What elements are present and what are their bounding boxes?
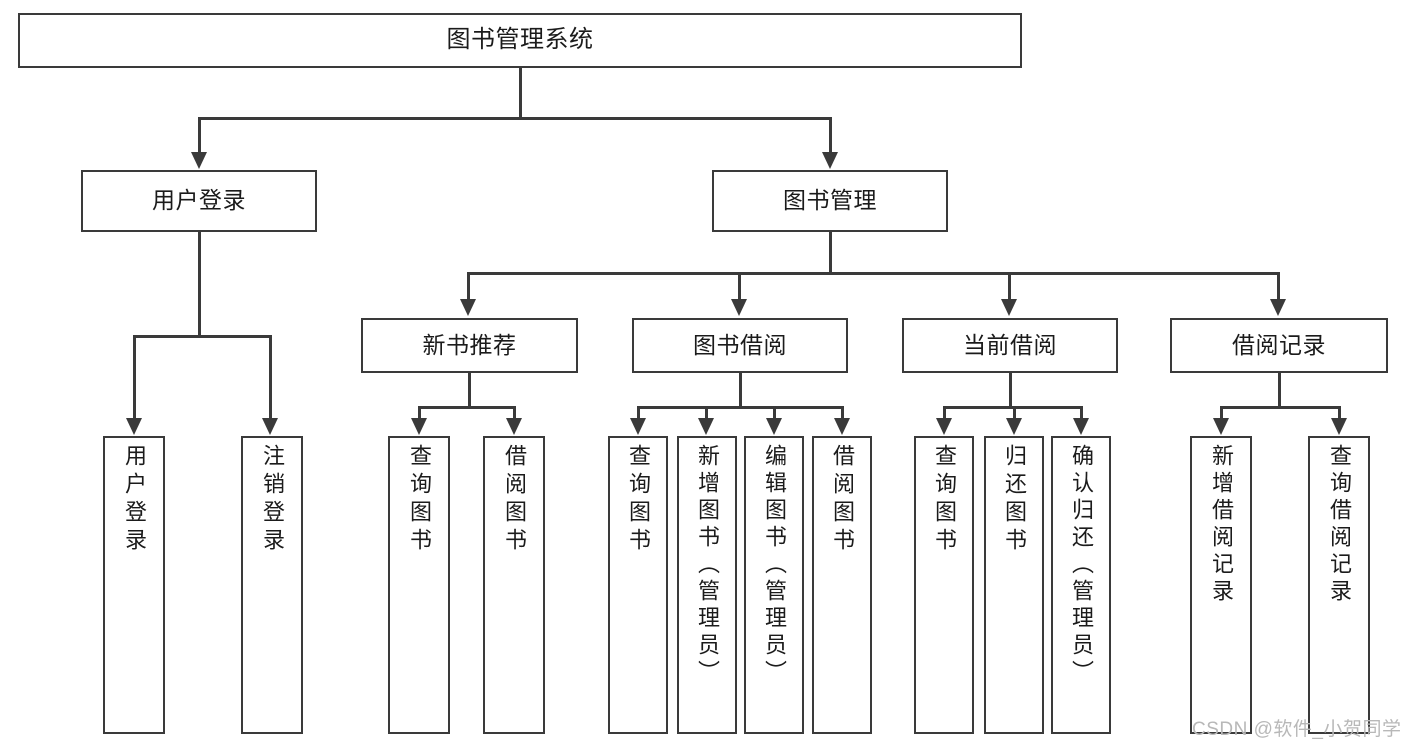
arrow-borrow-leaf4: [834, 418, 850, 435]
node-leaf-add-book-admin[interactable]: 新增图书（管理员）: [677, 436, 737, 734]
node-leaf-return-book[interactable]: 归还图书: [984, 436, 1044, 734]
node-borrow-record-label: 借阅记录: [1232, 331, 1326, 358]
connector-book-mgmt-to-new-book: [467, 272, 470, 300]
arrow-book-mgmt-to-new-book: [460, 299, 476, 316]
node-leaf-add-borrow-record-label: 新增借阅记录: [1209, 444, 1234, 606]
node-leaf-query-book-recommend-label: 查询图书: [407, 444, 432, 556]
arrow-user-login-leaf2: [262, 418, 278, 435]
connector-current-leaf2: [1013, 406, 1016, 419]
arrow-borrow-leaf2: [698, 418, 714, 435]
arrow-current-leaf3: [1073, 418, 1089, 435]
node-root-label: 图书管理系统: [446, 26, 594, 54]
node-leaf-query-book-label: 查询图书: [626, 444, 651, 556]
node-leaf-query-book-current-label: 查询图书: [932, 444, 957, 556]
node-book-borrow-label: 图书借阅: [693, 331, 787, 358]
connector-borrow-stem: [739, 373, 742, 406]
arrow-current-leaf2: [1006, 418, 1022, 435]
connector-new-book-stem: [468, 373, 471, 406]
node-leaf-query-borrow-record-label: 查询借阅记录: [1327, 444, 1352, 606]
node-new-book-recommend-label: 新书推荐: [422, 331, 517, 358]
node-current-borrow-label: 当前借阅: [963, 331, 1057, 358]
connector-root-stem: [519, 68, 522, 117]
arrow-record-leaf2: [1331, 418, 1347, 435]
node-leaf-confirm-return-admin[interactable]: 确认归还（管理员）: [1051, 436, 1111, 734]
node-book-borrow[interactable]: 图书借阅: [632, 318, 848, 373]
node-leaf-confirm-return-admin-label: 确认归还（管理员）: [1069, 444, 1094, 687]
arrow-current-leaf1: [936, 418, 952, 435]
arrow-root-to-user-login: [191, 152, 207, 169]
node-book-management[interactable]: 图书管理: [712, 170, 948, 232]
connector-record-stem: [1278, 373, 1281, 406]
connector-user-login-bus: [133, 335, 271, 338]
node-borrow-record[interactable]: 借阅记录: [1170, 318, 1388, 373]
node-leaf-borrow-book-recommend[interactable]: 借阅图书: [483, 436, 545, 734]
arrow-root-to-book-mgmt: [822, 152, 838, 169]
node-leaf-edit-book-admin-label: 编辑图书（管理员）: [762, 444, 787, 687]
connector-record-leaf2: [1338, 406, 1341, 419]
connector-book-mgmt-to-current: [1008, 272, 1011, 300]
connector-new-book-bus: [418, 406, 515, 409]
node-leaf-add-book-admin-label: 新增图书（管理员）: [695, 444, 720, 687]
connector-current-bus: [943, 406, 1082, 409]
arrow-new-book-leaf1: [411, 418, 427, 435]
connector-root-bus: [199, 117, 831, 120]
node-leaf-return-book-label: 归还图书: [1002, 444, 1027, 556]
arrow-borrow-leaf3: [766, 418, 782, 435]
connector-book-mgmt-stem: [829, 232, 832, 272]
connector-record-bus: [1220, 406, 1340, 409]
arrow-user-login-leaf1: [126, 418, 142, 435]
connector-current-stem: [1009, 373, 1012, 406]
connector-book-mgmt-bus: [468, 272, 1279, 275]
connector-borrow-leaf4: [841, 406, 844, 419]
node-leaf-query-book-current[interactable]: 查询图书: [914, 436, 974, 734]
connector-borrow-leaf2: [705, 406, 708, 419]
node-leaf-edit-book-admin[interactable]: 编辑图书（管理员）: [744, 436, 804, 734]
node-leaf-logout-label: 注销登录: [260, 444, 285, 556]
node-leaf-borrow-book[interactable]: 借阅图书: [812, 436, 872, 734]
node-leaf-user-login[interactable]: 用户登录: [103, 436, 165, 734]
connector-root-to-user-login: [198, 117, 201, 153]
connector-new-book-leaf2: [513, 406, 516, 419]
node-leaf-query-borrow-record[interactable]: 查询借阅记录: [1308, 436, 1370, 734]
node-current-borrow[interactable]: 当前借阅: [902, 318, 1118, 373]
arrow-book-mgmt-to-record: [1270, 299, 1286, 316]
node-leaf-borrow-book-recommend-label: 借阅图书: [502, 444, 527, 556]
connector-borrow-leaf1: [637, 406, 640, 419]
connector-new-book-leaf1: [418, 406, 421, 419]
connector-user-login-leaf2: [269, 335, 272, 419]
connector-user-login-leaf1: [133, 335, 136, 419]
connector-root-to-book-mgmt: [829, 117, 832, 153]
arrow-record-leaf1: [1213, 418, 1229, 435]
arrow-book-mgmt-to-current: [1001, 299, 1017, 316]
node-root-system[interactable]: 图书管理系统: [18, 13, 1022, 68]
node-leaf-query-book-recommend[interactable]: 查询图书: [388, 436, 450, 734]
connector-book-mgmt-to-record: [1277, 272, 1280, 300]
arrow-book-mgmt-to-borrow: [731, 299, 747, 316]
connector-borrow-leaf3: [773, 406, 776, 419]
connector-borrow-bus: [637, 406, 842, 409]
node-leaf-user-login-label: 用户登录: [122, 444, 147, 556]
connector-current-leaf1: [943, 406, 946, 419]
connector-record-leaf1: [1220, 406, 1223, 419]
arrow-new-book-leaf2: [506, 418, 522, 435]
arrow-borrow-leaf1: [630, 418, 646, 435]
connector-user-login-stem: [198, 232, 201, 335]
csdn-watermark: CSDN @软件_小贺同学: [1192, 719, 1402, 740]
node-book-management-label: 图书管理: [783, 187, 877, 214]
node-user-login-label: 用户登录: [152, 187, 246, 214]
connector-current-leaf3: [1080, 406, 1083, 419]
node-leaf-borrow-book-label: 借阅图书: [830, 444, 855, 556]
node-leaf-logout[interactable]: 注销登录: [241, 436, 303, 734]
connector-book-mgmt-to-borrow: [738, 272, 741, 300]
node-leaf-add-borrow-record[interactable]: 新增借阅记录: [1190, 436, 1252, 734]
node-user-login[interactable]: 用户登录: [81, 170, 317, 232]
node-new-book-recommend[interactable]: 新书推荐: [361, 318, 578, 373]
node-leaf-query-book[interactable]: 查询图书: [608, 436, 668, 734]
